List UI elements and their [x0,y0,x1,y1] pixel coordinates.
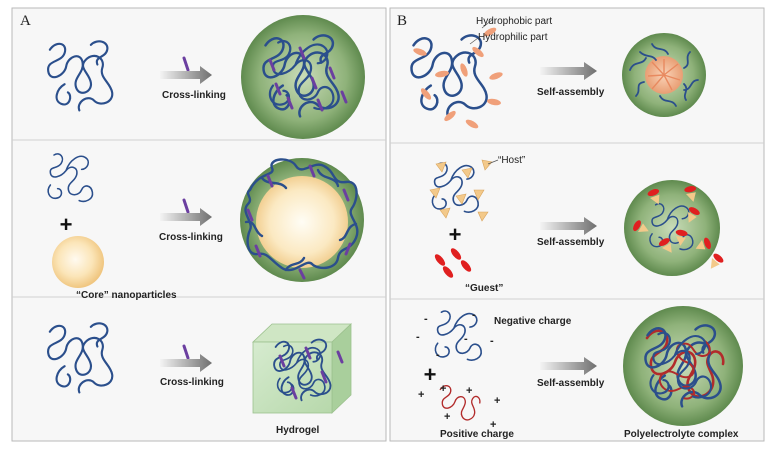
svg-text:+: + [444,411,450,423]
b1-hydrophobic-pointer [481,19,493,29]
a3-process-label: Cross-linking [160,377,224,388]
b2-plus-sign: + [449,222,462,247]
b1-hydrophobic-segments [413,27,503,129]
b2-process-label: Self-assembly [537,237,605,248]
a2-core-label: “Core” nanoparticles [76,290,177,301]
b1-micelle-hydrophobic-rays [647,59,681,91]
b3-negative-label: Negative charge [494,316,572,327]
panel-a-letter: A [20,13,31,29]
b3-polyelectrolyte-sphere [623,306,743,426]
b1-arrow-icon [540,62,597,80]
a2-arrow-icon [160,208,212,226]
b2-complex-host-guest-pairs [633,186,724,269]
a2-shell-chains [244,158,359,272]
b3-result-label: Polyelectrolyte complex [624,429,739,440]
a3-crosslinker-icon [182,344,190,360]
svg-text:-: - [464,333,468,345]
a2-crosslinker-icon [182,198,190,214]
svg-text:-: - [436,349,440,361]
a1-process-label: Cross-linking [162,90,226,101]
b2-inclusion-complex-sphere [624,180,720,276]
svg-text:+: + [494,395,500,407]
b1-hydrophilic-label: Hydrophilic part [478,32,548,43]
b1-hydrophobic-label: Hydrophobic part [476,16,552,27]
panel-b-letter: B [397,13,407,29]
a3-crosslinks [278,346,344,400]
svg-text:+: + [418,389,424,401]
b3-positive-label: Positive charge [440,429,514,440]
a3-arrow-icon [160,354,212,372]
a1-crosslinked-sphere [241,15,365,139]
a1-arrow-icon [160,66,212,84]
a1-crosslinker-icon [182,56,190,72]
b2-host-label: “Host” [498,155,525,166]
b3-positive-charges: + + + + + + [418,383,500,431]
a1-crosslinks [268,46,348,112]
svg-text:-: - [472,309,476,321]
b2-guest-label: “Guest” [465,283,503,294]
b3-plus-sign: + [424,362,437,387]
b2-guest-molecules [434,248,472,278]
svg-text:+: + [490,419,496,431]
a2-core-nanoparticle [52,236,104,288]
b2-host-cups [429,159,493,222]
svg-text:-: - [490,335,494,347]
b1-process-label: Self-assembly [537,87,605,98]
svg-text:-: - [416,331,420,343]
b3-negative-charges: - - - - - - [416,309,494,361]
a2-plus-sign: + [60,212,73,237]
b1-hydrophilic-pointer [469,37,479,45]
a2-crosslinks [246,164,352,280]
b3-process-label: Self-assembly [537,378,605,389]
b3-arrow-icon [540,357,597,375]
a3-result-label: Hydrogel [276,425,320,436]
a2-process-label: Cross-linking [159,232,223,243]
a2-core-inside-sphere [256,176,348,268]
svg-text:+: + [466,385,472,397]
b2-host-pointer [487,159,499,165]
svg-text:-: - [424,313,428,325]
b1-micelle-corona [629,43,699,107]
svg-text:+: + [440,383,446,395]
b2-arrow-icon [540,217,597,235]
